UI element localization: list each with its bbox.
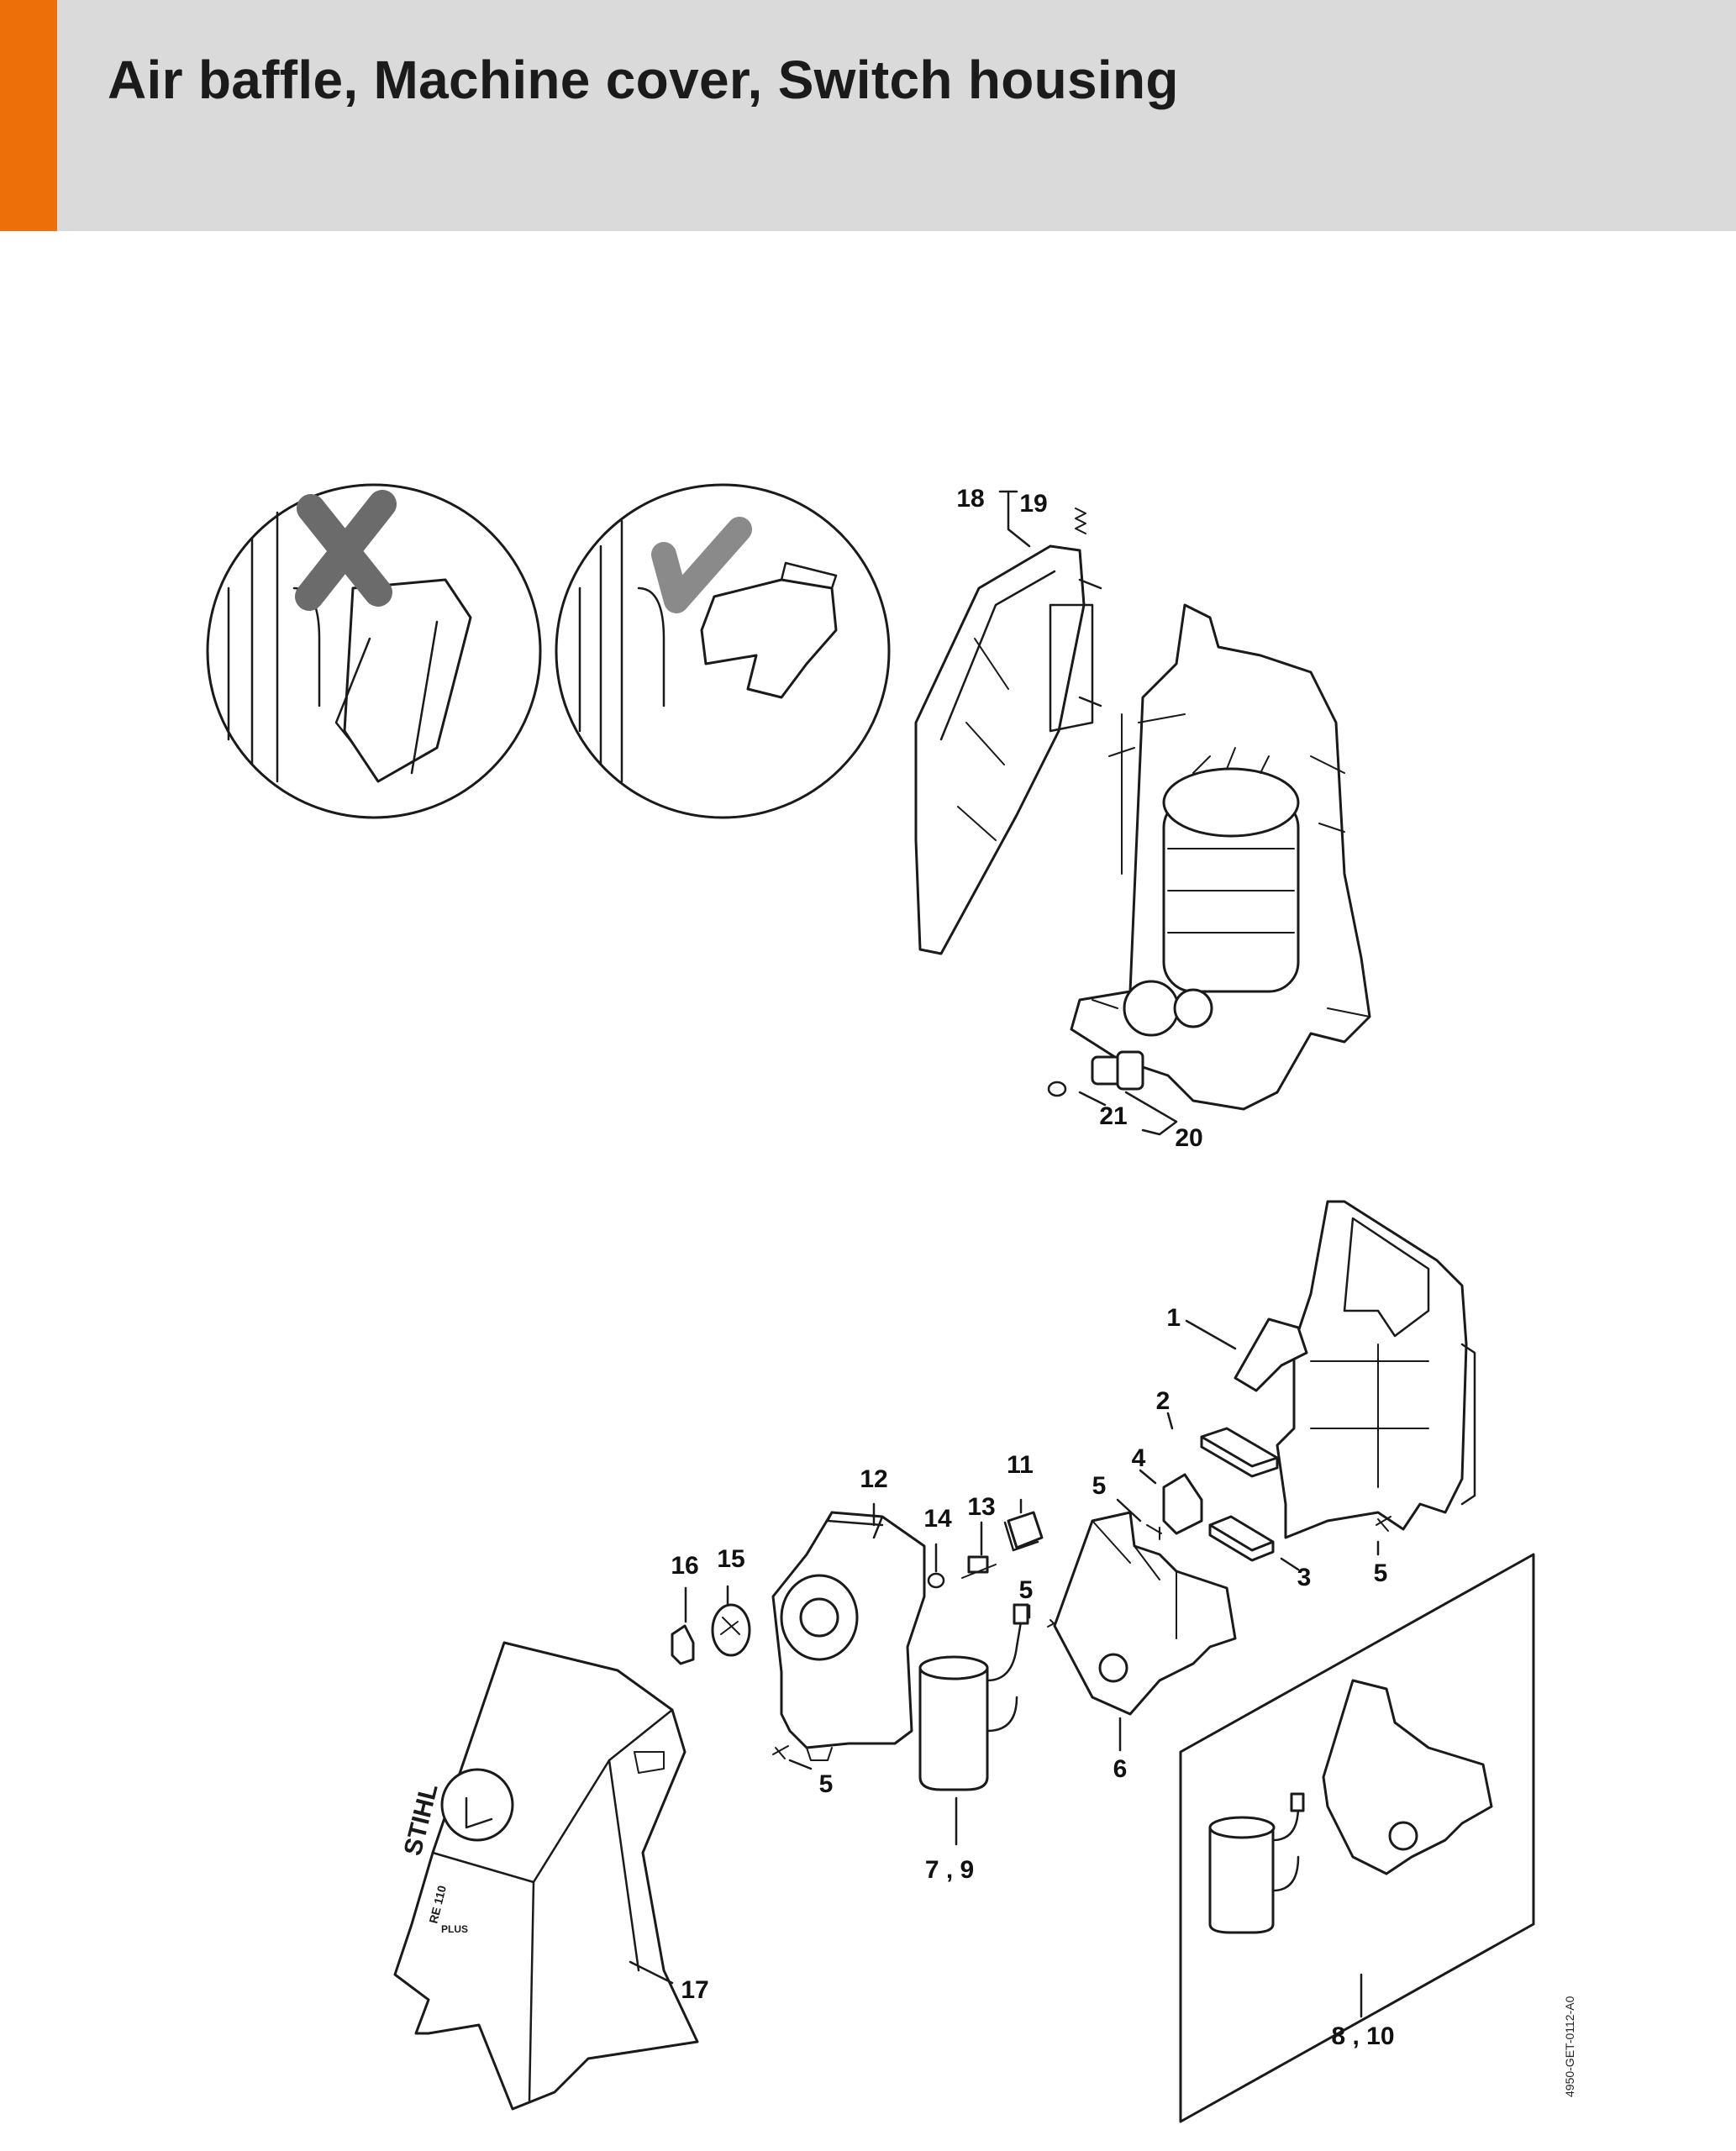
callout-13: 13 [967, 1493, 995, 1521]
callout-1: 1 [1166, 1304, 1181, 1332]
callout-18: 18 [956, 485, 984, 513]
oring-part-21 [1047, 1081, 1067, 1097]
spring-part-19 [1075, 508, 1086, 534]
detail-correct-mounting [555, 483, 891, 819]
page-title: Air baffle, Machine cover, Switch housin… [108, 50, 1179, 110]
callout-11: 11 [1007, 1451, 1034, 1479]
detail-wrong-mounting [206, 483, 542, 819]
leader-lines [629, 1319, 1380, 2018]
callout-14: 14 [923, 1505, 952, 1533]
callout-5-c: 5 [1019, 1576, 1034, 1604]
callout-5-a: 5 [1092, 1472, 1107, 1500]
callout-5-b: 5 [1374, 1559, 1388, 1587]
cover-variant-text: PLUS [441, 1923, 468, 1935]
switch-part-11 [1003, 1511, 1044, 1552]
callout-16: 16 [671, 1552, 698, 1580]
document-code: 4950-GET-0112-A0 [1563, 1996, 1576, 2097]
header-band [0, 0, 1736, 231]
strip-part-2 [1200, 1427, 1279, 1478]
knob-cap-part-16 [671, 1624, 695, 1665]
callout-6: 6 [1113, 1755, 1128, 1783]
callout-5-d: 5 [819, 1770, 834, 1798]
machine-cover-part-17: STIHL RE 110 PLUS [393, 1641, 699, 2111]
part-13 [961, 1555, 997, 1579]
oring-part-14 [927, 1572, 945, 1589]
switch-housing-part-6 [1053, 1511, 1237, 1716]
motor-pump-unit [1070, 603, 1371, 1111]
callout-7-9: 7 , 9 [925, 1856, 974, 1884]
callout-2: 2 [1156, 1387, 1170, 1415]
housing-frame [1276, 1200, 1476, 1539]
wrong-cross-icon [295, 490, 397, 611]
callout-17: 17 [681, 1976, 708, 2004]
callout-12: 12 [860, 1465, 887, 1493]
capacitor-part-7-9 [918, 1603, 1029, 1791]
switch-lever-part-1 [1234, 1317, 1308, 1392]
correct-check-icon [651, 517, 752, 613]
leader-20-21 [1078, 1091, 1178, 1136]
callout-15: 15 [717, 1545, 744, 1573]
callout-3: 3 [1297, 1564, 1312, 1591]
strip-part-3 [1208, 1515, 1275, 1562]
callout-21: 21 [1099, 1102, 1127, 1130]
connector-part-20 [1091, 1050, 1144, 1091]
air-baffle-part-18 [914, 544, 1102, 955]
front-cover-part-12 [771, 1511, 926, 1761]
callout-4: 4 [1132, 1444, 1146, 1472]
knob-part-15 [711, 1603, 751, 1657]
header-accent-bar [0, 0, 57, 231]
clip-part-4 [1162, 1473, 1203, 1535]
leader-18-19 [998, 490, 1031, 548]
callout-20: 20 [1175, 1124, 1202, 1152]
callout-19: 19 [1019, 490, 1047, 518]
callout-8-10: 8 , 10 [1331, 2022, 1394, 2050]
alternative-kit-panel [1179, 1553, 1535, 2123]
